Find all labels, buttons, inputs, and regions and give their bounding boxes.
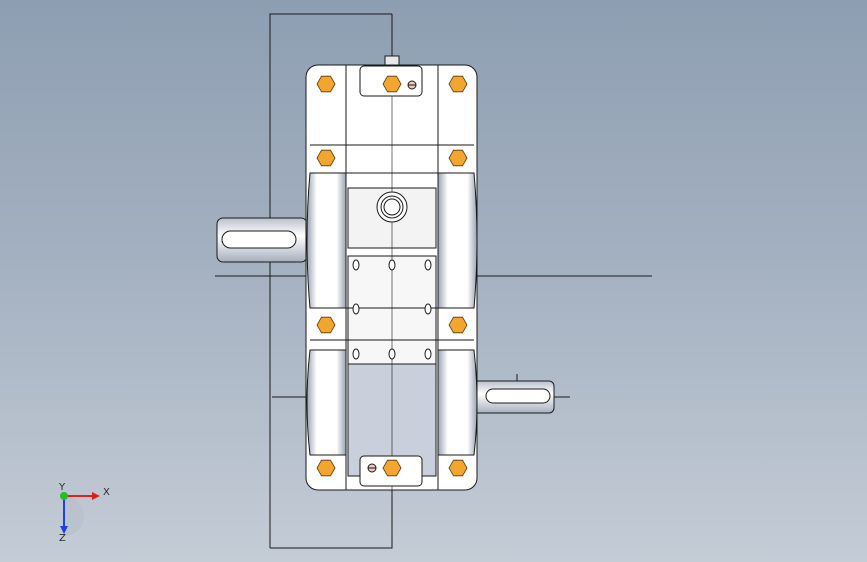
reference-frame-left — [269, 13, 392, 548]
output-shaft[interactable] — [472, 380, 555, 414]
coordinate-triad: X Y Z — [40, 478, 130, 548]
y-axis-label: Y — [59, 482, 66, 493]
cover-screws — [352, 259, 432, 360]
input-shaft-keyway — [221, 230, 297, 249]
housing-bolts[interactable] — [316, 75, 468, 477]
hex-bolt-2[interactable] — [382, 75, 402, 93]
hex-bolt-3[interactable] — [448, 75, 468, 93]
hex-bolt-9[interactable] — [382, 459, 402, 477]
gearbox-housing[interactable] — [305, 55, 478, 491]
z-axis-label: Z — [59, 533, 66, 544]
output-shaft-keyway — [485, 388, 551, 404]
hex-bolt-6[interactable] — [316, 316, 336, 334]
y-axis-dot — [60, 492, 68, 500]
hex-bolt-7[interactable] — [448, 316, 468, 334]
hex-bolt-4[interactable] — [316, 149, 336, 167]
hex-bolt-1[interactable] — [316, 75, 336, 93]
hex-bolt-8[interactable] — [316, 459, 336, 477]
hex-bolt-5[interactable] — [448, 149, 468, 167]
input-shaft[interactable] — [216, 217, 308, 263]
hex-bolt-10[interactable] — [448, 459, 468, 477]
x-axis-label: X — [103, 487, 110, 498]
